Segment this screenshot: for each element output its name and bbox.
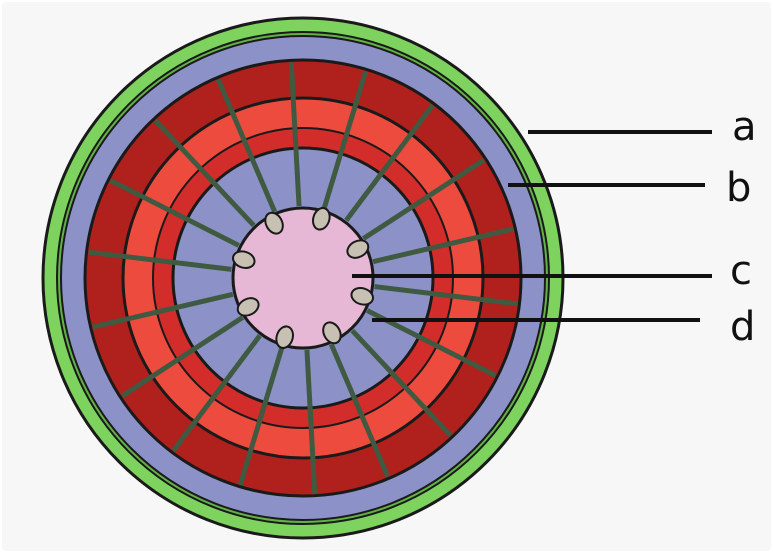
label-lines	[352, 130, 712, 322]
medullary-ray	[288, 62, 302, 207]
vascular-bundle	[231, 250, 256, 269]
vascular-bundle	[275, 325, 294, 350]
medullary-ray	[304, 349, 318, 494]
medullary-ray	[372, 226, 514, 265]
vascular-bundle	[322, 321, 342, 345]
medullary-ray	[171, 334, 262, 453]
medullary-ray	[374, 284, 518, 307]
medullary-ray	[350, 328, 453, 438]
label-b: b	[726, 165, 751, 211]
medullary-ray	[109, 178, 240, 248]
label-c: c	[730, 248, 752, 294]
medullary-ray	[92, 291, 234, 330]
vascular-bundle	[350, 287, 375, 306]
label-d: d	[730, 304, 755, 350]
medullary-ray	[120, 315, 245, 399]
vascular-bundles	[231, 206, 375, 350]
label-a: a	[732, 104, 757, 150]
medullary-ray	[361, 157, 486, 241]
medullary-ray	[321, 70, 369, 210]
medullary-rays	[88, 62, 518, 494]
medullary-ray	[344, 103, 435, 222]
stem-cross-section	[41, 16, 565, 540]
vascular-bundle	[236, 297, 260, 317]
vascular-bundle	[346, 239, 370, 259]
vascular-bundle	[264, 211, 284, 235]
medullary-ray	[237, 346, 285, 486]
medullary-ray	[88, 249, 232, 272]
vascular-bundle	[312, 206, 331, 231]
medullary-ray	[328, 343, 391, 478]
medullary-ray	[153, 118, 256, 228]
medullary-ray	[215, 78, 278, 213]
